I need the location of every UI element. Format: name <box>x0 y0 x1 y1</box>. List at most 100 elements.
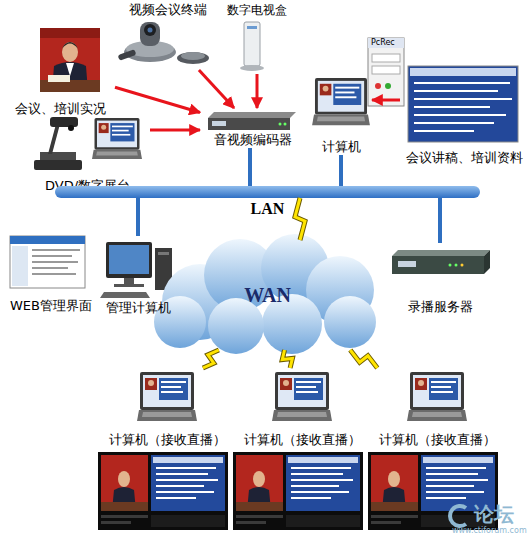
slides <box>414 82 510 84</box>
document-camera <box>34 160 82 170</box>
device-node: 视频会议终端 <box>115 2 220 70</box>
connector-line <box>136 198 140 236</box>
window-title: PcRec <box>371 38 395 48</box>
connector-line <box>438 198 442 243</box>
meeting-photo <box>40 28 100 92</box>
server-device <box>392 250 490 274</box>
tv-box <box>244 22 260 66</box>
signal-arrow <box>372 100 400 101</box>
document-camera <box>92 118 142 159</box>
slides <box>414 122 494 124</box>
node-label: 会议讲稿、培训资料 <box>406 150 523 166</box>
pcrec-window <box>368 38 404 48</box>
node-label: 计算机 <box>322 139 361 155</box>
meeting-photo <box>62 42 78 62</box>
slides <box>410 68 516 76</box>
bolt-line <box>203 350 219 368</box>
device-node: 数字电视盒 <box>222 2 292 74</box>
web-screenshot <box>32 249 80 251</box>
watermark-logo <box>450 506 466 526</box>
bolt-line <box>282 350 292 368</box>
tv-box <box>247 26 257 29</box>
lan-link <box>341 155 342 186</box>
pcrec-window <box>368 38 404 106</box>
device-node: 会议、培训实况 <box>5 25 115 117</box>
server-device <box>392 256 484 274</box>
connector-line <box>339 155 343 186</box>
receiver-node: 计算机（接收直播） <box>100 368 235 448</box>
receiver-laptops <box>407 372 467 421</box>
node-label: 会议、培训实况 <box>15 101 106 117</box>
wireless-link <box>203 350 219 368</box>
web-screenshot <box>32 273 76 275</box>
management-pc <box>114 284 144 287</box>
wireless-link <box>295 198 305 240</box>
encoder-node: 音视频编码器 <box>200 108 305 148</box>
management-pc <box>100 292 150 298</box>
node-label: 计算机（接收直播） <box>379 432 496 448</box>
computer-node: 管理计算机 <box>98 236 178 316</box>
encoder-device <box>279 123 282 126</box>
video-terminal <box>148 28 153 33</box>
web-screenshot <box>12 246 28 286</box>
web-screenshot <box>10 236 85 244</box>
node-label: LAN <box>55 199 480 219</box>
wan-cloud-node: WAN <box>150 240 385 350</box>
encoder-device <box>208 118 290 130</box>
wan-cloud <box>154 234 376 354</box>
video-terminal <box>144 24 156 36</box>
slides <box>414 114 506 116</box>
web-screenshot <box>10 236 85 288</box>
connector-line <box>115 87 200 112</box>
slides <box>414 130 474 132</box>
receiver-laptops <box>137 372 467 421</box>
ui-node: WEB管理界面 <box>5 234 97 314</box>
web-screenshot <box>32 267 68 269</box>
wan-cloud <box>208 298 264 354</box>
node-label: WEB管理界面 <box>10 298 92 314</box>
receiver-node: 计算机（接收直播） <box>235 368 370 448</box>
live-screens <box>98 452 498 530</box>
connector-line <box>256 74 259 108</box>
node-label: 视频会议终端 <box>129 2 207 18</box>
watermark-logo <box>450 506 466 526</box>
bolt-outline <box>203 350 219 368</box>
video-terminal <box>177 52 209 64</box>
slides <box>408 66 518 142</box>
management-pc <box>158 252 169 255</box>
connector-line <box>150 129 200 132</box>
live-screens <box>98 452 228 530</box>
receiver-laptops <box>272 372 332 421</box>
document-node: 会议讲稿、培训资料 <box>400 62 528 166</box>
node-label: 计算机（接收直播） <box>109 432 226 448</box>
live-screens <box>233 452 363 530</box>
slides <box>408 66 518 142</box>
management-pc <box>124 278 134 284</box>
encoder-device <box>212 121 226 126</box>
computer-node: 计算机 <box>310 72 372 155</box>
node-label: 数字电视盒 <box>227 2 287 18</box>
signal-arrow <box>199 70 234 108</box>
document-camera <box>40 152 76 160</box>
bolt-outline <box>350 350 377 368</box>
node-label: 录播服务器 <box>408 299 473 315</box>
encoder-device <box>284 123 287 126</box>
wireless-link <box>282 350 292 368</box>
pcrec-window <box>372 66 400 74</box>
server-device <box>455 264 458 267</box>
video-terminal <box>118 49 137 61</box>
document-camera <box>34 117 142 170</box>
wan-cloud <box>324 296 376 348</box>
receiver-node: 计算机（接收直播） <box>370 368 505 448</box>
video-terminal <box>181 52 205 60</box>
document-camera <box>50 117 78 127</box>
pcrec-window <box>385 83 391 89</box>
receiver-laptops <box>137 372 197 421</box>
server-device <box>392 250 490 256</box>
bolt-line <box>350 350 377 368</box>
node-label: 计算机（接收直播） <box>244 432 361 448</box>
server-device <box>484 250 490 274</box>
pcrec-window <box>375 83 381 89</box>
